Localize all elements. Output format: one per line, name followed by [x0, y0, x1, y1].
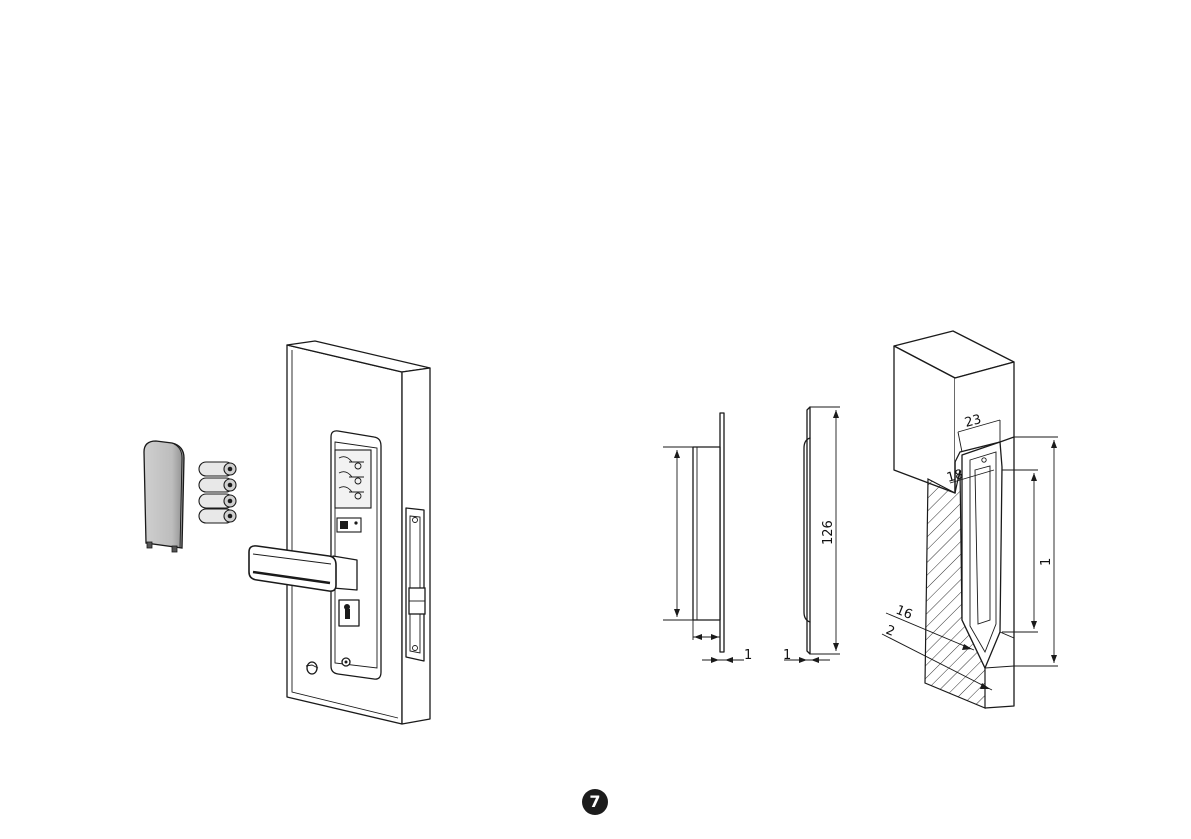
- mortise-depth-label: 16: [894, 603, 915, 623]
- lock-faceplate: [406, 508, 425, 661]
- battery-compartment: [335, 450, 371, 508]
- door-frame-section: 23 18 1 16 2: [882, 331, 1058, 708]
- strike-length-label: 126: [821, 520, 836, 545]
- mortise-recess-label: 2: [884, 623, 897, 640]
- page-number-badge: 7: [582, 789, 608, 815]
- door-stopper: [306, 662, 318, 674]
- strike-plate-side-view: 1: [663, 413, 752, 663]
- battery: [199, 462, 236, 476]
- panel-depth-label: 1: [744, 648, 752, 663]
- battery-cover: [144, 441, 184, 552]
- battery: [199, 478, 236, 492]
- batteries: [199, 462, 236, 523]
- mortise-length-label: 1: [1039, 558, 1054, 566]
- strike-plate-front-view: 126 1: [783, 407, 840, 663]
- battery: [199, 494, 236, 508]
- battery: [199, 509, 236, 523]
- slider-switch: [337, 518, 361, 532]
- strike-depth-label: 1: [783, 648, 791, 663]
